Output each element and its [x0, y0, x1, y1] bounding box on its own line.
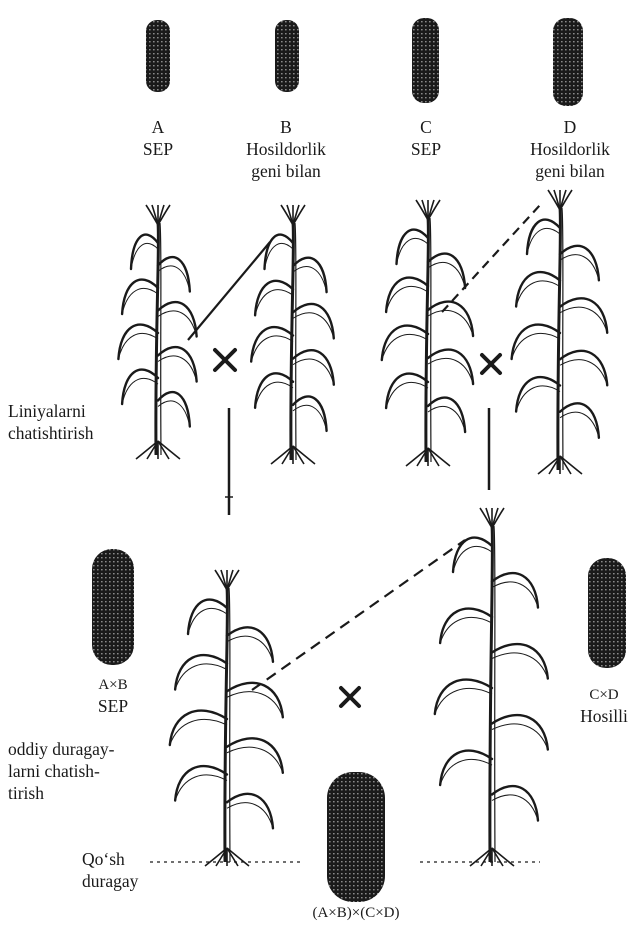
parent-b-label: B Hosildorlik geni bilan — [230, 116, 342, 182]
double-hybrid-label: Qo‘sh duragay — [82, 848, 138, 892]
simple-cross-text-1: oddiy duragay- — [8, 738, 114, 760]
corn-plant-c-icon — [382, 200, 473, 466]
double-hybrid-text-2: duragay — [82, 870, 138, 892]
parent-b-trait-line2: geni bilan — [230, 160, 342, 182]
cross-symbol-cd-icon — [482, 355, 500, 373]
corn-ear-double-hybrid-icon — [327, 772, 385, 902]
line-cross-text-1: Liniyalarni — [8, 400, 94, 422]
parent-a-label: A SEP — [128, 116, 188, 160]
hybrid-ab-trait: SEP — [80, 695, 146, 717]
corn-plant-b-icon — [251, 205, 334, 464]
line-cross-label: Liniyalarni chatishtirish — [8, 400, 94, 444]
parent-a-trait: SEP — [128, 138, 188, 160]
corn-ear-d-icon — [553, 18, 583, 106]
parent-d-letter: D — [514, 116, 626, 138]
hybrid-cd-label: C×D Hosilli — [572, 686, 636, 727]
line-cross-text-2: chatishtirish — [8, 422, 94, 444]
double-hybrid-text-1: Qo‘sh — [82, 848, 138, 870]
cross-symbol-final-icon — [341, 688, 359, 706]
hybrid-ab-name: A×B — [80, 676, 146, 695]
cross-line-ab-cd — [252, 540, 465, 690]
descent-arrow-ab — [225, 408, 233, 515]
parent-d-label: D Hosildorlik geni bilan — [514, 116, 626, 182]
corn-ear-a-icon — [146, 20, 170, 92]
final-hybrid-label: (A×B)×(C×D) — [290, 904, 422, 923]
corn-plant-d-icon — [512, 190, 608, 474]
parent-c-label: C SEP — [396, 116, 456, 160]
parent-c-trait: SEP — [396, 138, 456, 160]
corn-plant-ab-hybrid-icon — [170, 570, 283, 866]
corn-ear-c-icon — [412, 18, 439, 103]
parent-b-letter: B — [230, 116, 342, 138]
corn-ear-cd-icon — [588, 558, 626, 668]
simple-cross-label: oddiy duragay- larni chatish- tirish — [8, 738, 114, 804]
corn-plant-a-icon — [118, 205, 196, 459]
cross-line-a-b — [188, 242, 270, 340]
hybrid-cd-trait: Hosilli — [572, 705, 636, 727]
hybrid-cd-name: C×D — [572, 686, 636, 705]
parent-c-letter: C — [396, 116, 456, 138]
parent-a-letter: A — [128, 116, 188, 138]
corn-ear-ab-icon — [92, 549, 134, 665]
simple-cross-text-3: tirish — [8, 782, 114, 804]
parent-d-trait-line2: geni bilan — [514, 160, 626, 182]
cross-symbol-ab-icon — [215, 350, 235, 370]
simple-cross-text-2: larni chatish- — [8, 760, 114, 782]
corn-ear-b-icon — [275, 20, 299, 92]
corn-plant-cd-hybrid-icon — [435, 508, 548, 866]
hybrid-ab-label: A×B SEP — [80, 676, 146, 717]
parent-b-trait-line1: Hosildorlik — [230, 138, 342, 160]
parent-d-trait-line1: Hosildorlik — [514, 138, 626, 160]
